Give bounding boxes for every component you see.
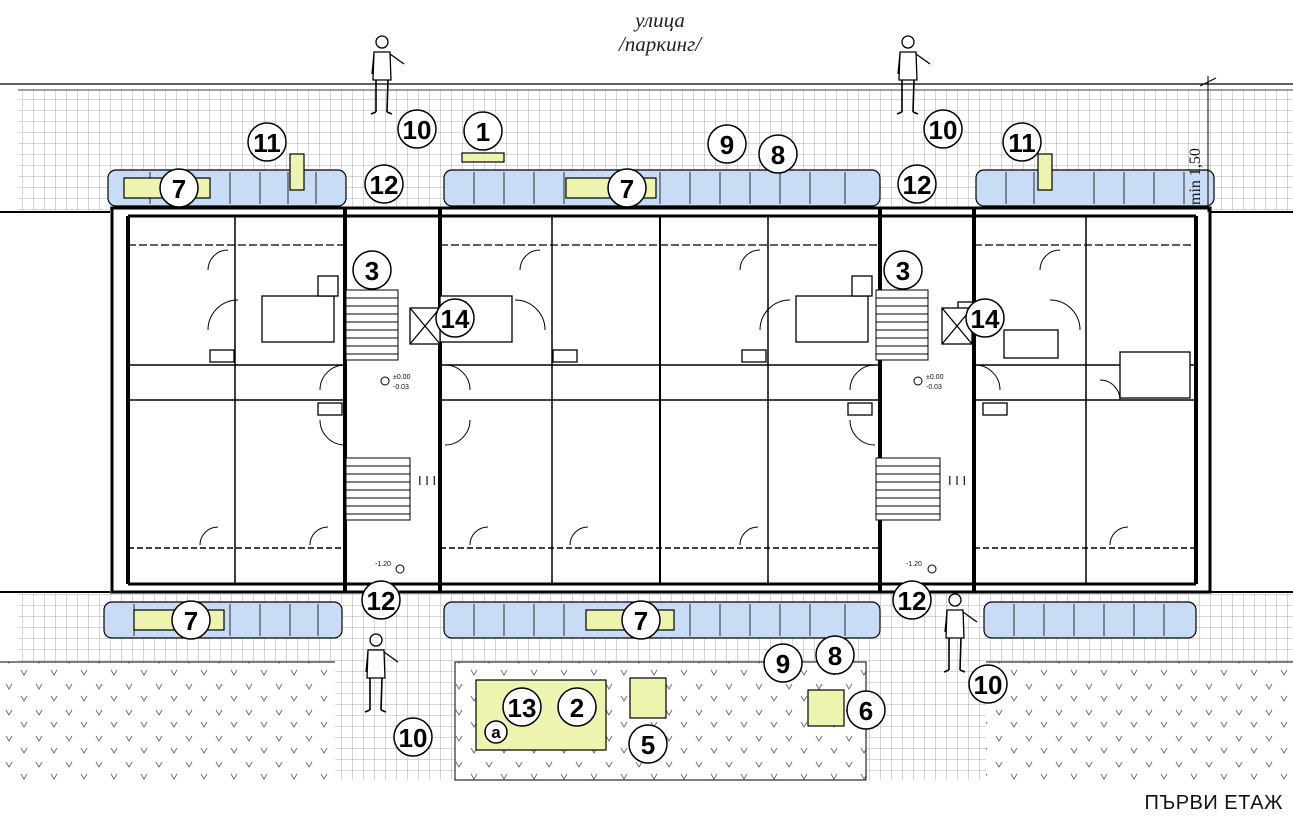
- stair-marker-right: I I I: [948, 473, 966, 488]
- entry-level-marker-right: [927, 564, 937, 574]
- entry-level-marker-left: [395, 564, 405, 574]
- svg-text:12: 12: [903, 170, 932, 200]
- callout-12-top-left: 12: [364, 164, 404, 204]
- dimension-label: min 1,50: [1187, 148, 1204, 205]
- svg-text:9: 9: [720, 130, 734, 160]
- svg-text:1: 1: [476, 117, 490, 147]
- street-parking-note: /паркинг/: [618, 32, 702, 56]
- callout-8-bottom: 8: [815, 635, 855, 675]
- svg-text:7: 7: [634, 606, 648, 636]
- svg-text:10: 10: [399, 723, 428, 753]
- bottom-walk-mid: [866, 660, 986, 780]
- svg-text:14: 14: [441, 304, 470, 334]
- callout-2: 2: [557, 687, 597, 727]
- level-marker-right: [913, 376, 923, 386]
- callout-a: a: [484, 720, 508, 744]
- callout-10-bottom-left: 10: [393, 717, 433, 757]
- callout-13: 13: [502, 687, 542, 727]
- svg-text:3: 3: [365, 256, 379, 286]
- svg-text:11: 11: [1008, 128, 1036, 158]
- svg-text:12: 12: [898, 586, 927, 616]
- entry-level-left: -1.20: [375, 561, 391, 568]
- callout-3-right: 3: [883, 250, 923, 290]
- svg-text:10: 10: [929, 115, 958, 145]
- dimension-line: [1199, 76, 1217, 212]
- callouts: 1 10 10 11 11 9 8 7 7 12 12 3 3 14 14 12…: [159, 109, 1042, 764]
- svg-text:11: 11: [253, 128, 281, 158]
- stair-marker-left: I I I: [418, 473, 436, 488]
- street-name: улица: [635, 8, 685, 32]
- level-marker-left: [380, 376, 390, 386]
- callout-10-top-left: 10: [397, 109, 437, 149]
- svg-text:a: a: [491, 723, 501, 742]
- level-minus-right: -0.03: [926, 384, 942, 391]
- svg-text:14: 14: [971, 304, 1000, 334]
- callout-14-left: 14: [435, 298, 475, 338]
- svg-text:3: 3: [896, 256, 910, 286]
- svg-text:6: 6: [859, 696, 873, 726]
- svg-text:7: 7: [172, 174, 186, 204]
- entry-level-right: -1.20: [906, 561, 922, 568]
- callout-3-left: 3: [352, 250, 392, 290]
- street-label: улица /паркинг/: [600, 8, 720, 56]
- callout-5: 5: [628, 724, 668, 764]
- callout-11-left: 11: [247, 122, 287, 162]
- svg-text:7: 7: [620, 174, 634, 204]
- svg-text:12: 12: [370, 170, 399, 200]
- walls: [126, 208, 1198, 592]
- svg-text:7: 7: [184, 606, 198, 636]
- level-zero-left: ±0.00: [393, 374, 411, 381]
- callout-14-right: 14: [965, 298, 1005, 338]
- callout-12-bottom-right: 12: [892, 580, 932, 620]
- callout-9-bottom: 9: [763, 643, 803, 683]
- svg-text:2: 2: [570, 693, 584, 723]
- grass-right: [986, 662, 1293, 780]
- svg-text:10: 10: [974, 670, 1003, 700]
- callout-7-top-left: 7: [159, 168, 199, 208]
- svg-text:12: 12: [367, 586, 396, 616]
- svg-text:5: 5: [641, 730, 655, 760]
- bike-rack: [807, 689, 845, 727]
- elevator-left: [409, 307, 441, 345]
- callout-12-top-right: 12: [897, 164, 937, 204]
- callout-9-top: 9: [707, 124, 747, 164]
- grass-left: [0, 662, 335, 780]
- callout-7-bottom-mid: 7: [621, 600, 661, 640]
- svg-text:10: 10: [403, 115, 432, 145]
- svg-text:13: 13: [508, 693, 537, 723]
- stairs-right: [875, 289, 941, 521]
- svg-text:8: 8: [771, 140, 785, 170]
- callout-10-bottom-right: 10: [968, 664, 1008, 704]
- planter-dividers: [133, 172, 1185, 636]
- bench-area: [629, 677, 667, 719]
- callout-7-top-mid: 7: [607, 168, 647, 208]
- callout-8-top: 8: [758, 134, 798, 174]
- floor-title: ПЪРВИ ЕТАЖ: [1144, 792, 1283, 814]
- svg-text:9: 9: [776, 649, 790, 679]
- callout-1: 1: [463, 111, 503, 151]
- bottom-walk-left: [335, 660, 455, 780]
- callout-6: 6: [846, 690, 886, 730]
- level-zero-right: ±0.00: [926, 374, 944, 381]
- callout-11-right: 11: [1002, 122, 1042, 162]
- callout-7-bottom-left: 7: [171, 600, 211, 640]
- stairs-left: [345, 289, 411, 521]
- callout-12-bottom-left: 12: [361, 580, 401, 620]
- svg-text:8: 8: [828, 641, 842, 671]
- callout-10-top-right: 10: [923, 109, 963, 149]
- level-minus-left: -0.03: [393, 384, 409, 391]
